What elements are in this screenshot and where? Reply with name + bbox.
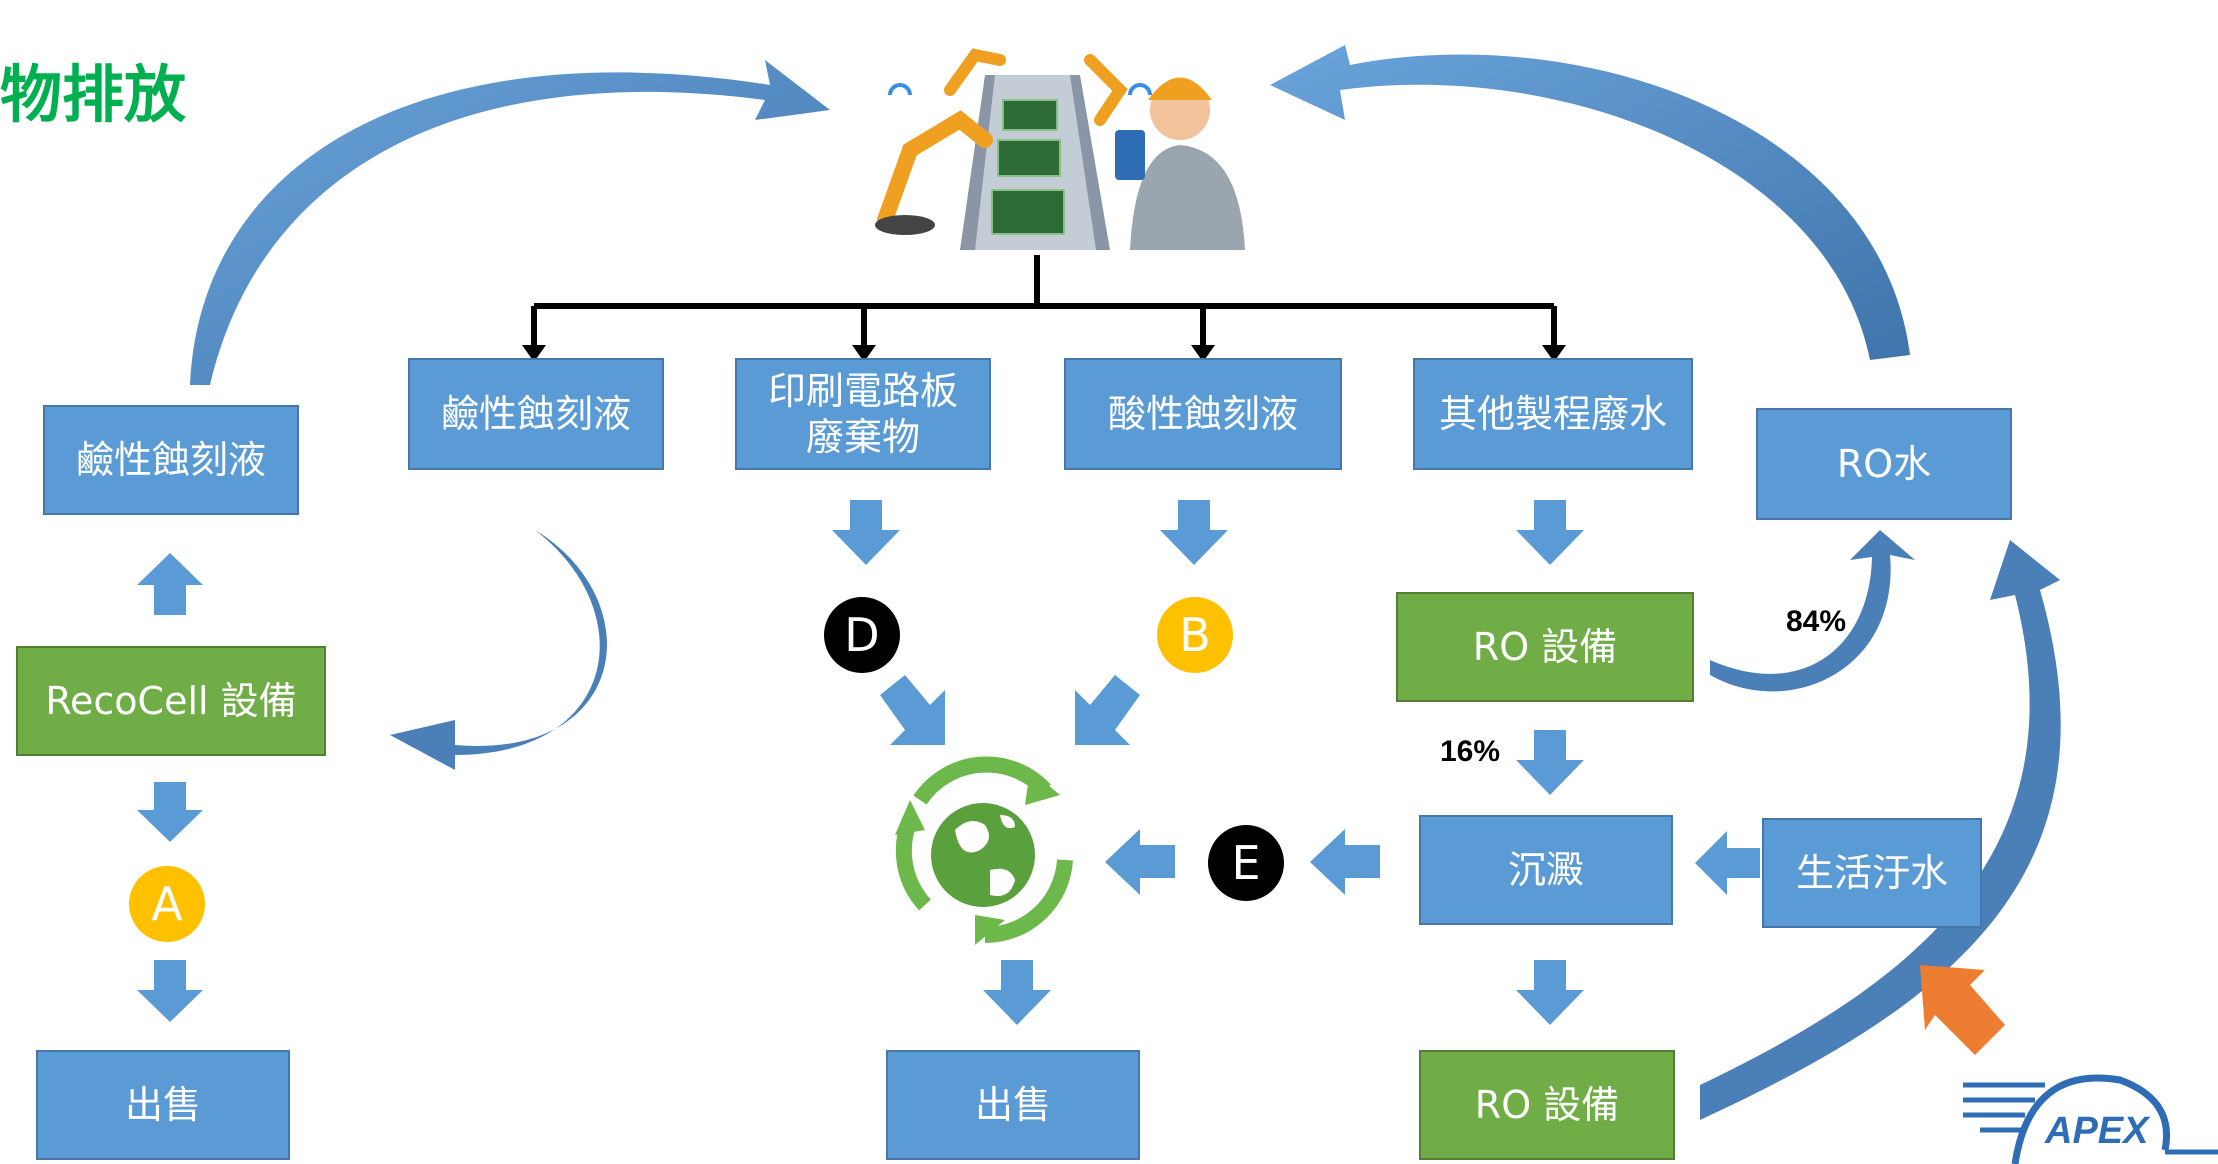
box-ro-equipment-2: RO 設備 bbox=[1419, 1050, 1675, 1160]
block-arrows-down bbox=[137, 500, 1584, 1025]
curve-arrow-right-top bbox=[1270, 45, 1910, 360]
curve-arrow-ro2-return bbox=[1700, 540, 2061, 1120]
block-arrows-left bbox=[1105, 829, 1760, 895]
box-pcb-waste: 印刷電路板 廢棄物 bbox=[735, 358, 991, 470]
label-16-percent: 16% bbox=[1440, 735, 1501, 768]
factory-illustration bbox=[875, 48, 1245, 250]
box-sell-center: 出售 bbox=[886, 1050, 1140, 1160]
box-alkaline-etchant-left: 鹼性蝕刻液 bbox=[43, 405, 299, 515]
connector-arrowheads bbox=[522, 345, 1566, 362]
marker-d: D bbox=[824, 597, 900, 673]
block-arrow-diag-d bbox=[880, 675, 945, 745]
box-ro-water: RO水 bbox=[1756, 408, 2012, 520]
block-arrow-diag-b bbox=[1075, 675, 1140, 745]
label-84-percent: 84% bbox=[1786, 605, 1847, 638]
box-pcb-waste-line1: 印刷電路板 bbox=[767, 369, 958, 413]
marker-a: A bbox=[129, 866, 205, 942]
box-domestic-sewage: 生活汙水 bbox=[1762, 818, 1982, 928]
box-sell-left: 出售 bbox=[36, 1050, 290, 1160]
apex-logo-graphic bbox=[1963, 1074, 2218, 1164]
distribution-connector bbox=[531, 255, 1557, 345]
marker-b: B bbox=[1157, 597, 1233, 673]
box-alkaline-etchant-top: 鹼性蝕刻液 bbox=[408, 358, 664, 470]
box-recocell-equipment: RecoCell 設備 bbox=[16, 646, 326, 756]
box-acid-etchant: 酸性蝕刻液 bbox=[1064, 358, 1342, 470]
curve-arrow-left-top bbox=[190, 60, 830, 385]
box-sedimentation: 沉澱 bbox=[1419, 815, 1673, 925]
curve-arrow-alkaline-return bbox=[390, 530, 607, 770]
page-title: 物排放 bbox=[0, 58, 187, 131]
block-arrow-up bbox=[137, 553, 203, 615]
apex-logo-text: APEX bbox=[2045, 1110, 2149, 1152]
box-other-wastewater: 其他製程廢水 bbox=[1413, 358, 1693, 470]
recycle-globe-icon bbox=[895, 756, 1073, 945]
marker-e: E bbox=[1208, 825, 1284, 901]
orange-arrow bbox=[1920, 965, 2005, 1055]
box-pcb-waste-line2: 廢棄物 bbox=[805, 415, 920, 459]
box-ro-equipment-1: RO 設備 bbox=[1396, 592, 1694, 702]
curve-arrow-ro-84 bbox=[1710, 530, 1915, 692]
